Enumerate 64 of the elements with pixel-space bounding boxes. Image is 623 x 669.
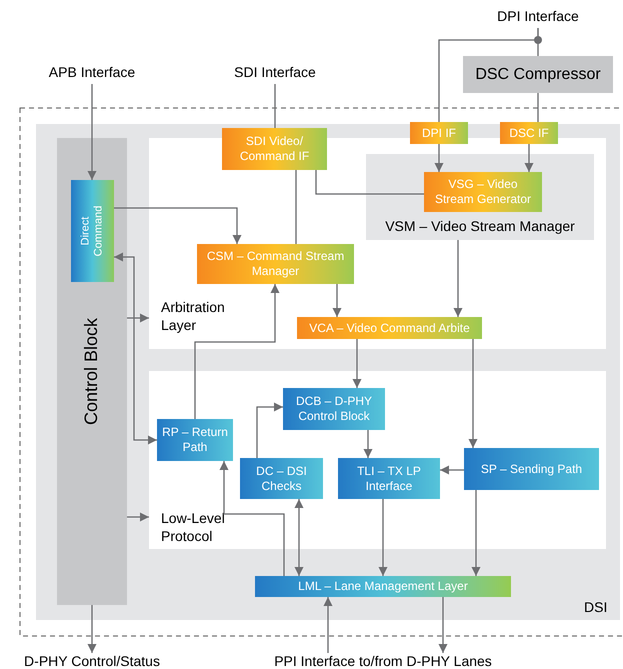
connector-arrow	[524, 144, 534, 172]
connector-arrow	[324, 597, 332, 653]
layer-label: Arbitration Layer	[161, 298, 226, 334]
sp-block	[464, 448, 599, 490]
block-label: DSC Compressor	[475, 64, 601, 84]
block-label: VSG – Video Stream Generator	[434, 177, 532, 207]
block-label: SDI Video/ Command IF	[238, 134, 310, 164]
block-label: Direct Command	[80, 206, 106, 256]
connector-arrow	[127, 314, 149, 322]
connector-arrow	[294, 499, 304, 576]
interface-label: PPI Interface to/from D-PHY Lanes	[248, 653, 518, 669]
interface-label: SDI Interface	[215, 64, 335, 84]
connector-arrow	[434, 144, 444, 172]
layer-label: DSI	[584, 598, 608, 616]
block-label: DCB – D-PHY Control Block	[294, 394, 373, 424]
block-label: DSC IF	[509, 126, 549, 140]
low-level-protocol-panel	[149, 371, 606, 549]
connector-arrow	[88, 605, 96, 653]
connector-arrow	[220, 461, 285, 576]
connector-arrow	[127, 512, 149, 522]
connector-arrow	[332, 284, 342, 317]
direct-command-block	[71, 180, 114, 282]
dc-block	[240, 458, 323, 499]
sdi-interface-block	[222, 128, 327, 170]
connector-arrow	[114, 207, 242, 244]
interface-label: DPI Interface	[478, 8, 598, 28]
connector-arrow	[468, 339, 478, 448]
block-label: RP – Return Path	[161, 425, 229, 455]
connector-arrow	[352, 339, 362, 388]
dsc-if-block	[500, 122, 558, 144]
vsg-block	[424, 172, 542, 212]
connector-arrow	[438, 597, 448, 653]
block-label: DPI IF	[422, 126, 456, 140]
interface-label: D-PHY Control/Status	[2, 653, 182, 669]
dsc-compressor-block	[463, 56, 613, 93]
connector-arrow	[256, 402, 283, 458]
tli-block	[338, 458, 440, 499]
block-label: TLI – TX LP Interface	[356, 464, 422, 494]
block-label: LML – Lane Management Layer	[298, 579, 468, 594]
connector-arrow	[454, 240, 462, 317]
connector-arrow	[114, 252, 157, 444]
control-block	[57, 138, 127, 605]
block-label: DC – DSI Checks	[255, 464, 308, 494]
connector-arrow	[194, 284, 280, 419]
dcb-block	[283, 388, 385, 430]
block-label: Control Block	[80, 318, 102, 426]
connector-arrow	[88, 84, 96, 180]
connector-arrow	[378, 499, 388, 576]
csm-block	[197, 244, 354, 284]
vsm-block	[366, 154, 594, 240]
connector-arrow	[472, 490, 480, 576]
block-label: SP – Sending Path	[480, 462, 582, 476]
dpi-if-block	[410, 122, 468, 144]
rp-block	[157, 419, 233, 461]
connector-arrow	[440, 466, 464, 474]
connector-arrow	[364, 430, 372, 458]
arbitration-layer-panel	[149, 138, 606, 349]
lml-block	[255, 576, 511, 597]
vca-block	[297, 317, 482, 339]
block-label: VCA – Video Command Arbite	[309, 320, 470, 336]
block-label: VSM – Video Stream Manager	[384, 217, 576, 236]
block-label: CSM – Command Stream Manager	[206, 249, 346, 279]
layer-label: Low-Level Protocol	[161, 509, 226, 545]
interface-label: APB Interface	[32, 64, 152, 84]
